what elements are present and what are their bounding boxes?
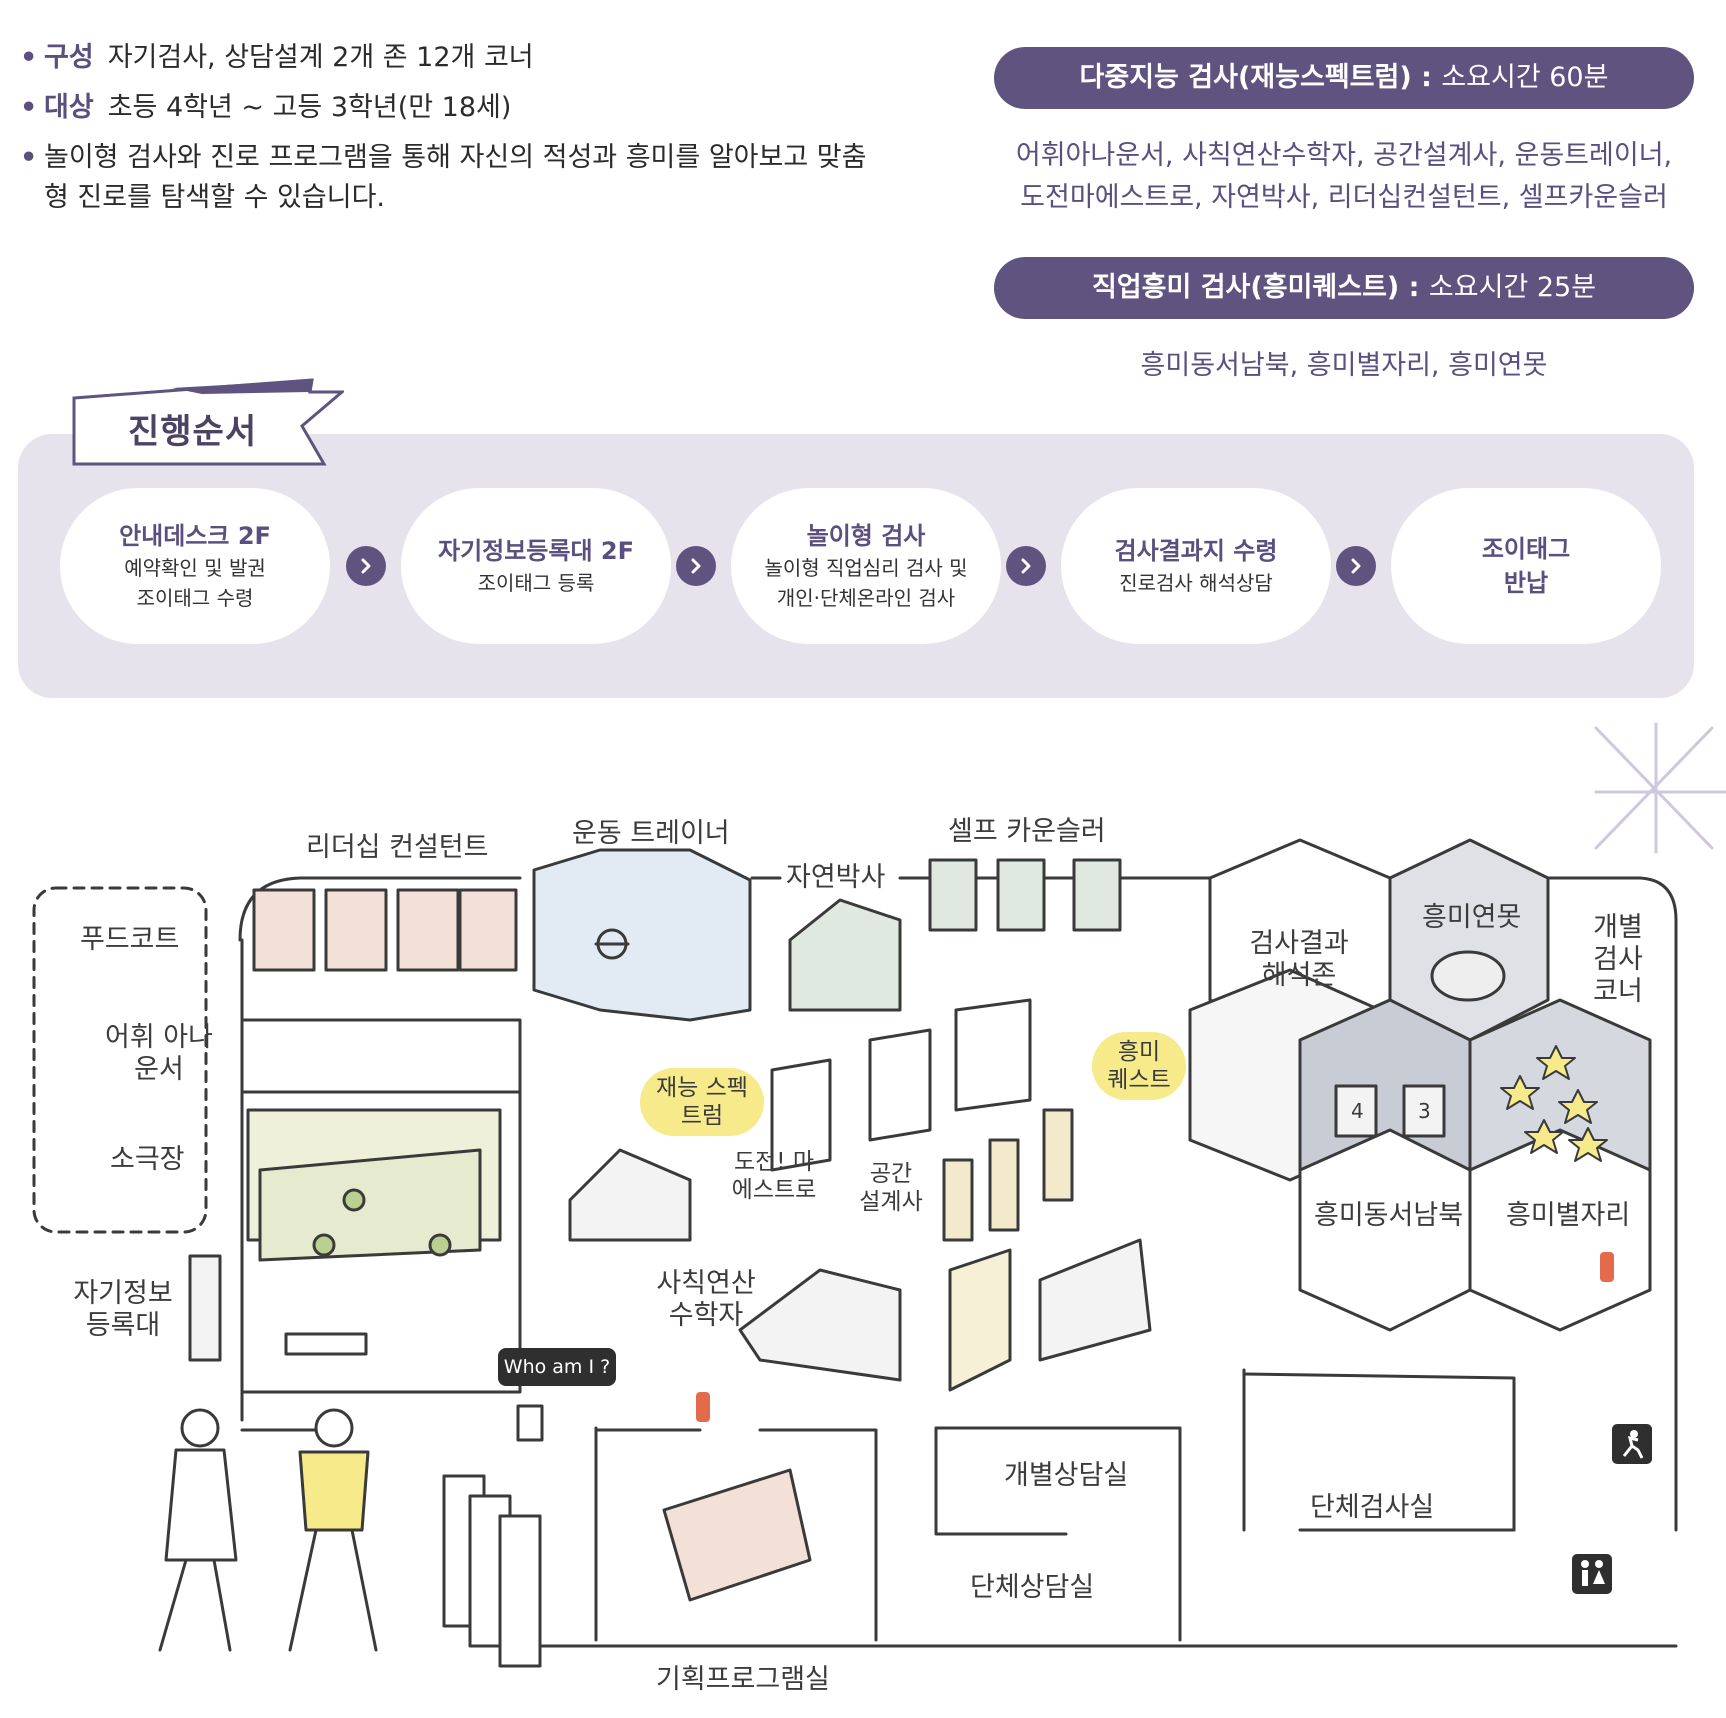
map-label-interest-compass: 흥미동서남북 bbox=[1314, 1200, 1464, 1231]
test-duration: 소요시간 25분 bbox=[1428, 272, 1597, 303]
step-sub: 조이태그 수령 bbox=[136, 586, 254, 610]
test-separator: : bbox=[1399, 272, 1429, 303]
map-label-individual-test-corner: 개별 검사 코너 bbox=[1593, 912, 1643, 1007]
exit-icon bbox=[1612, 1424, 1652, 1464]
map-label-food-court: 푸드코트 bbox=[80, 924, 180, 955]
chevron-right-icon bbox=[1336, 546, 1376, 586]
map-label-small-theater: 소극장 bbox=[110, 1144, 185, 1175]
map-label-group-test-room: 단체검사실 bbox=[1310, 1492, 1435, 1523]
restroom-icon bbox=[1572, 1554, 1612, 1594]
process-flag bbox=[72, 378, 344, 466]
step-title: 검사결과지 수령 bbox=[1114, 537, 1278, 565]
cube-number: 4 bbox=[1351, 1099, 1364, 1123]
intro-item-description: • 놀이형 검사와 진로 프로그램을 통해 자신의 적성과 흥미를 알아보고 맞… bbox=[20, 138, 880, 218]
intro-text: 놀이형 검사와 진로 프로그램을 통해 자신의 적성과 흥미를 알아보고 맞춤형… bbox=[44, 142, 867, 213]
step-sub: 진로검사 해석상담 bbox=[1119, 571, 1273, 595]
map-label-individual-counseling-room: 개별상담실 bbox=[1004, 1460, 1129, 1491]
test-corner-list: 흥미동서남북, 흥미별자리, 흥미연못 bbox=[1140, 350, 1548, 381]
test-header-interest: 직업흥미 검사(흥미퀘스트) : 소요시간 25분 bbox=[994, 257, 1694, 319]
speech-bubble: Who am I ? bbox=[498, 1348, 616, 1386]
bullet: • bbox=[20, 142, 38, 173]
step-title: 놀이형 검사 bbox=[806, 522, 926, 550]
test-corner-list: 어휘아나운서, 사칙연산수학자, 공간설계사, 운동트레이너, 도전마에스트로,… bbox=[1015, 140, 1673, 213]
intro-key: 대상 bbox=[44, 92, 94, 123]
test-separator: : bbox=[1411, 62, 1442, 93]
step-return-tag: 조이태그 반납 bbox=[1391, 488, 1661, 644]
map-label-group-counseling-room: 단체상담실 bbox=[970, 1572, 1095, 1603]
map-label-self-info-desk: 자기정보 등록대 bbox=[73, 1278, 173, 1341]
intro-text: 초등 4학년 ~ 고등 3학년(만 18세) bbox=[107, 92, 512, 123]
cube-number: 3 bbox=[1418, 1099, 1431, 1123]
floor-map-illustration: 4 3 bbox=[32, 722, 1726, 1668]
fire-extinguisher-icon bbox=[696, 1252, 1614, 1422]
step-sub: 예약확인 및 발권 bbox=[124, 556, 266, 580]
map-label-challenge-maestro: 도전! 마에스트로 bbox=[731, 1149, 817, 1203]
step-sub: 조이태그 등록 bbox=[477, 571, 595, 595]
map-label-space-designer: 공간 설계사 bbox=[859, 1161, 923, 1215]
map-label-vocab-announcer: 어휘 아나운서 bbox=[105, 1022, 213, 1085]
intro-key: 구성 bbox=[44, 42, 94, 73]
intro-list: • 구성 자기검사, 상담설계 2개 존 12개 코너 • 대상 초등 4학년 ~ … bbox=[20, 38, 880, 228]
step-self-info: 자기정보등록대 2F 조이태그 등록 bbox=[401, 488, 671, 644]
map-label-talent-spectrum: 재능 스펙트럼 bbox=[640, 1068, 764, 1136]
test-duration: 소요시간 60분 bbox=[1441, 62, 1609, 93]
chevron-right-icon bbox=[346, 546, 386, 586]
map-label-interest-constellation: 흥미별자리 bbox=[1506, 1200, 1631, 1231]
intro-item-target: • 대상 초등 4학년 ~ 고등 3학년(만 18세) bbox=[20, 88, 880, 128]
map-label-math: 사칙연산 수학자 bbox=[656, 1268, 756, 1331]
step-title: 조이태그 bbox=[1481, 535, 1571, 563]
map-label-interest-pond: 흥미연못 bbox=[1422, 902, 1522, 933]
intro-item-composition: • 구성 자기검사, 상담설계 2개 존 12개 코너 bbox=[20, 38, 880, 78]
map-label-sports-trainer: 운동 트레이너 bbox=[572, 818, 730, 849]
chevron-right-icon bbox=[676, 546, 716, 586]
map-label-leadership-consultant: 리더십 컨설턴트 bbox=[306, 832, 489, 863]
map-label-result-zone: 검사결과 해석존 bbox=[1249, 928, 1349, 991]
step-sub: 놀이형 직업심리 검사 및 bbox=[764, 556, 968, 580]
map-label-self-counselor: 셀프 카운슬러 bbox=[948, 816, 1106, 847]
map-label-nature-doctor: 자연박사 bbox=[786, 862, 886, 893]
test-header-multiple-intelligence: 다중지능 검사(재능스펙트럼) : 소요시간 60분 bbox=[994, 47, 1694, 109]
step-title: 반납 bbox=[1503, 569, 1549, 597]
step-result: 검사결과지 수령 진로검사 해석상담 bbox=[1061, 488, 1331, 644]
step-title: 안내데스크 2F bbox=[119, 522, 271, 550]
intro-text: 자기검사, 상담설계 2개 존 12개 코너 bbox=[107, 42, 534, 73]
step-info-desk: 안내데스크 2F 예약확인 및 발권 조이태그 수령 bbox=[60, 488, 330, 644]
test-title: 다중지능 검사(재능스펙트럼) bbox=[1079, 62, 1412, 93]
process-title: 진행순서 bbox=[128, 412, 258, 452]
bullet: • bbox=[20, 92, 38, 123]
map-label-interest-quest: 흥미 퀘스트 bbox=[1092, 1032, 1186, 1100]
bullet: • bbox=[20, 42, 38, 73]
sparkle-icon bbox=[1594, 722, 1726, 854]
map-label-planning-program-room: 기획프로그램실 bbox=[656, 1664, 830, 1695]
step-play-test: 놀이형 검사 놀이형 직업심리 검사 및 개인·단체온라인 검사 bbox=[731, 488, 1001, 644]
chevron-right-icon bbox=[1006, 546, 1046, 586]
test-title: 직업흥미 검사(흥미퀘스트) bbox=[1091, 272, 1400, 303]
step-title: 자기정보등록대 2F bbox=[437, 537, 634, 565]
step-sub: 개인·단체온라인 검사 bbox=[776, 586, 956, 610]
